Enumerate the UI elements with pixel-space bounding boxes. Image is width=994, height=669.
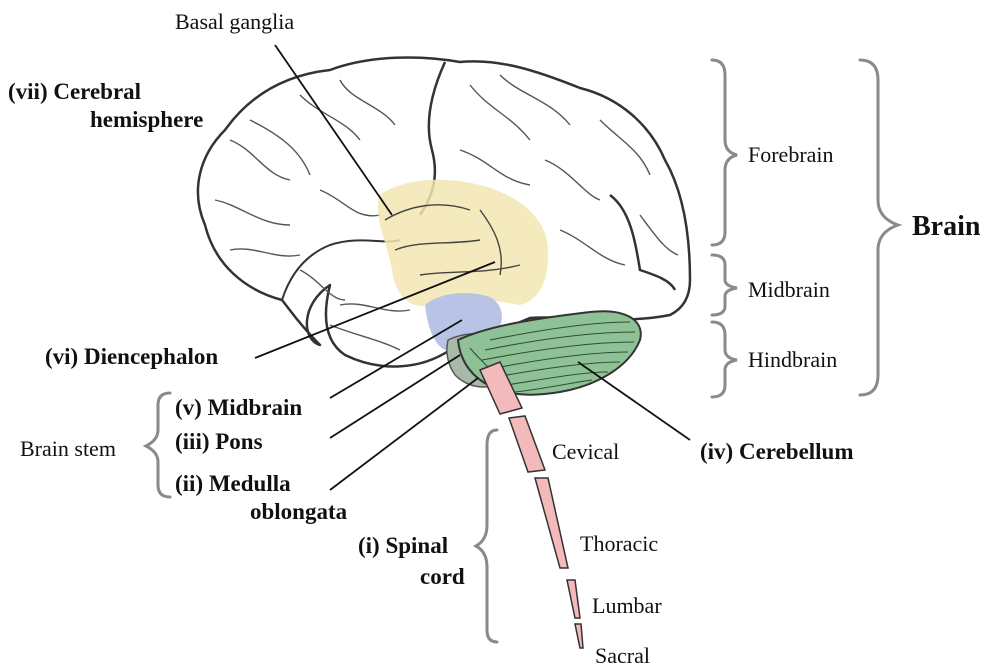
label-midbrain-division: Midbrain [748,278,830,301]
leader-medulla [330,378,478,490]
label-sacral: Sacral [595,644,650,667]
label-brain: Brain [912,212,980,241]
label-forebrain: Forebrain [748,143,834,166]
label-thoracic: Thoracic [580,532,658,555]
label-cerebral-hemisphere-line1: (vii) Cerebral [8,80,141,104]
label-lumbar: Lumbar [592,594,662,617]
label-cervical: Cevical [552,440,619,463]
bracket-spinal-cord [476,430,497,642]
bracket-brain [860,60,898,395]
spinal-cord-sacral [575,624,583,648]
spinal-cord-lumbar [567,580,580,618]
label-diencephalon: (vi) Diencephalon [45,345,218,369]
bracket-hindbrain [712,322,737,397]
leader-cerebellum [578,362,690,440]
label-medulla-line1: (ii) Medulla [175,472,291,496]
label-medulla-line2: oblongata [250,500,347,524]
label-spinal-cord-line2: cord [420,565,465,589]
bracket-forebrain [712,60,737,245]
label-cerebellum: (iv) Cerebellum [700,440,854,464]
spinal-cord-cervical [509,416,545,472]
label-spinal-cord-line1: (i) Spinal [358,534,448,558]
bracket-brain-stem [146,393,170,497]
spinal-cord-thoracic [535,478,568,568]
label-hindbrain: Hindbrain [748,348,837,371]
label-brain-stem: Brain stem [20,437,116,460]
bracket-midbrain [712,255,737,315]
label-cerebral-hemisphere-line2: hemisphere [90,108,203,132]
label-midbrain-part: (v) Midbrain [175,396,302,420]
label-basal-ganglia: Basal ganglia [175,10,294,33]
label-pons: (iii) Pons [175,430,263,454]
